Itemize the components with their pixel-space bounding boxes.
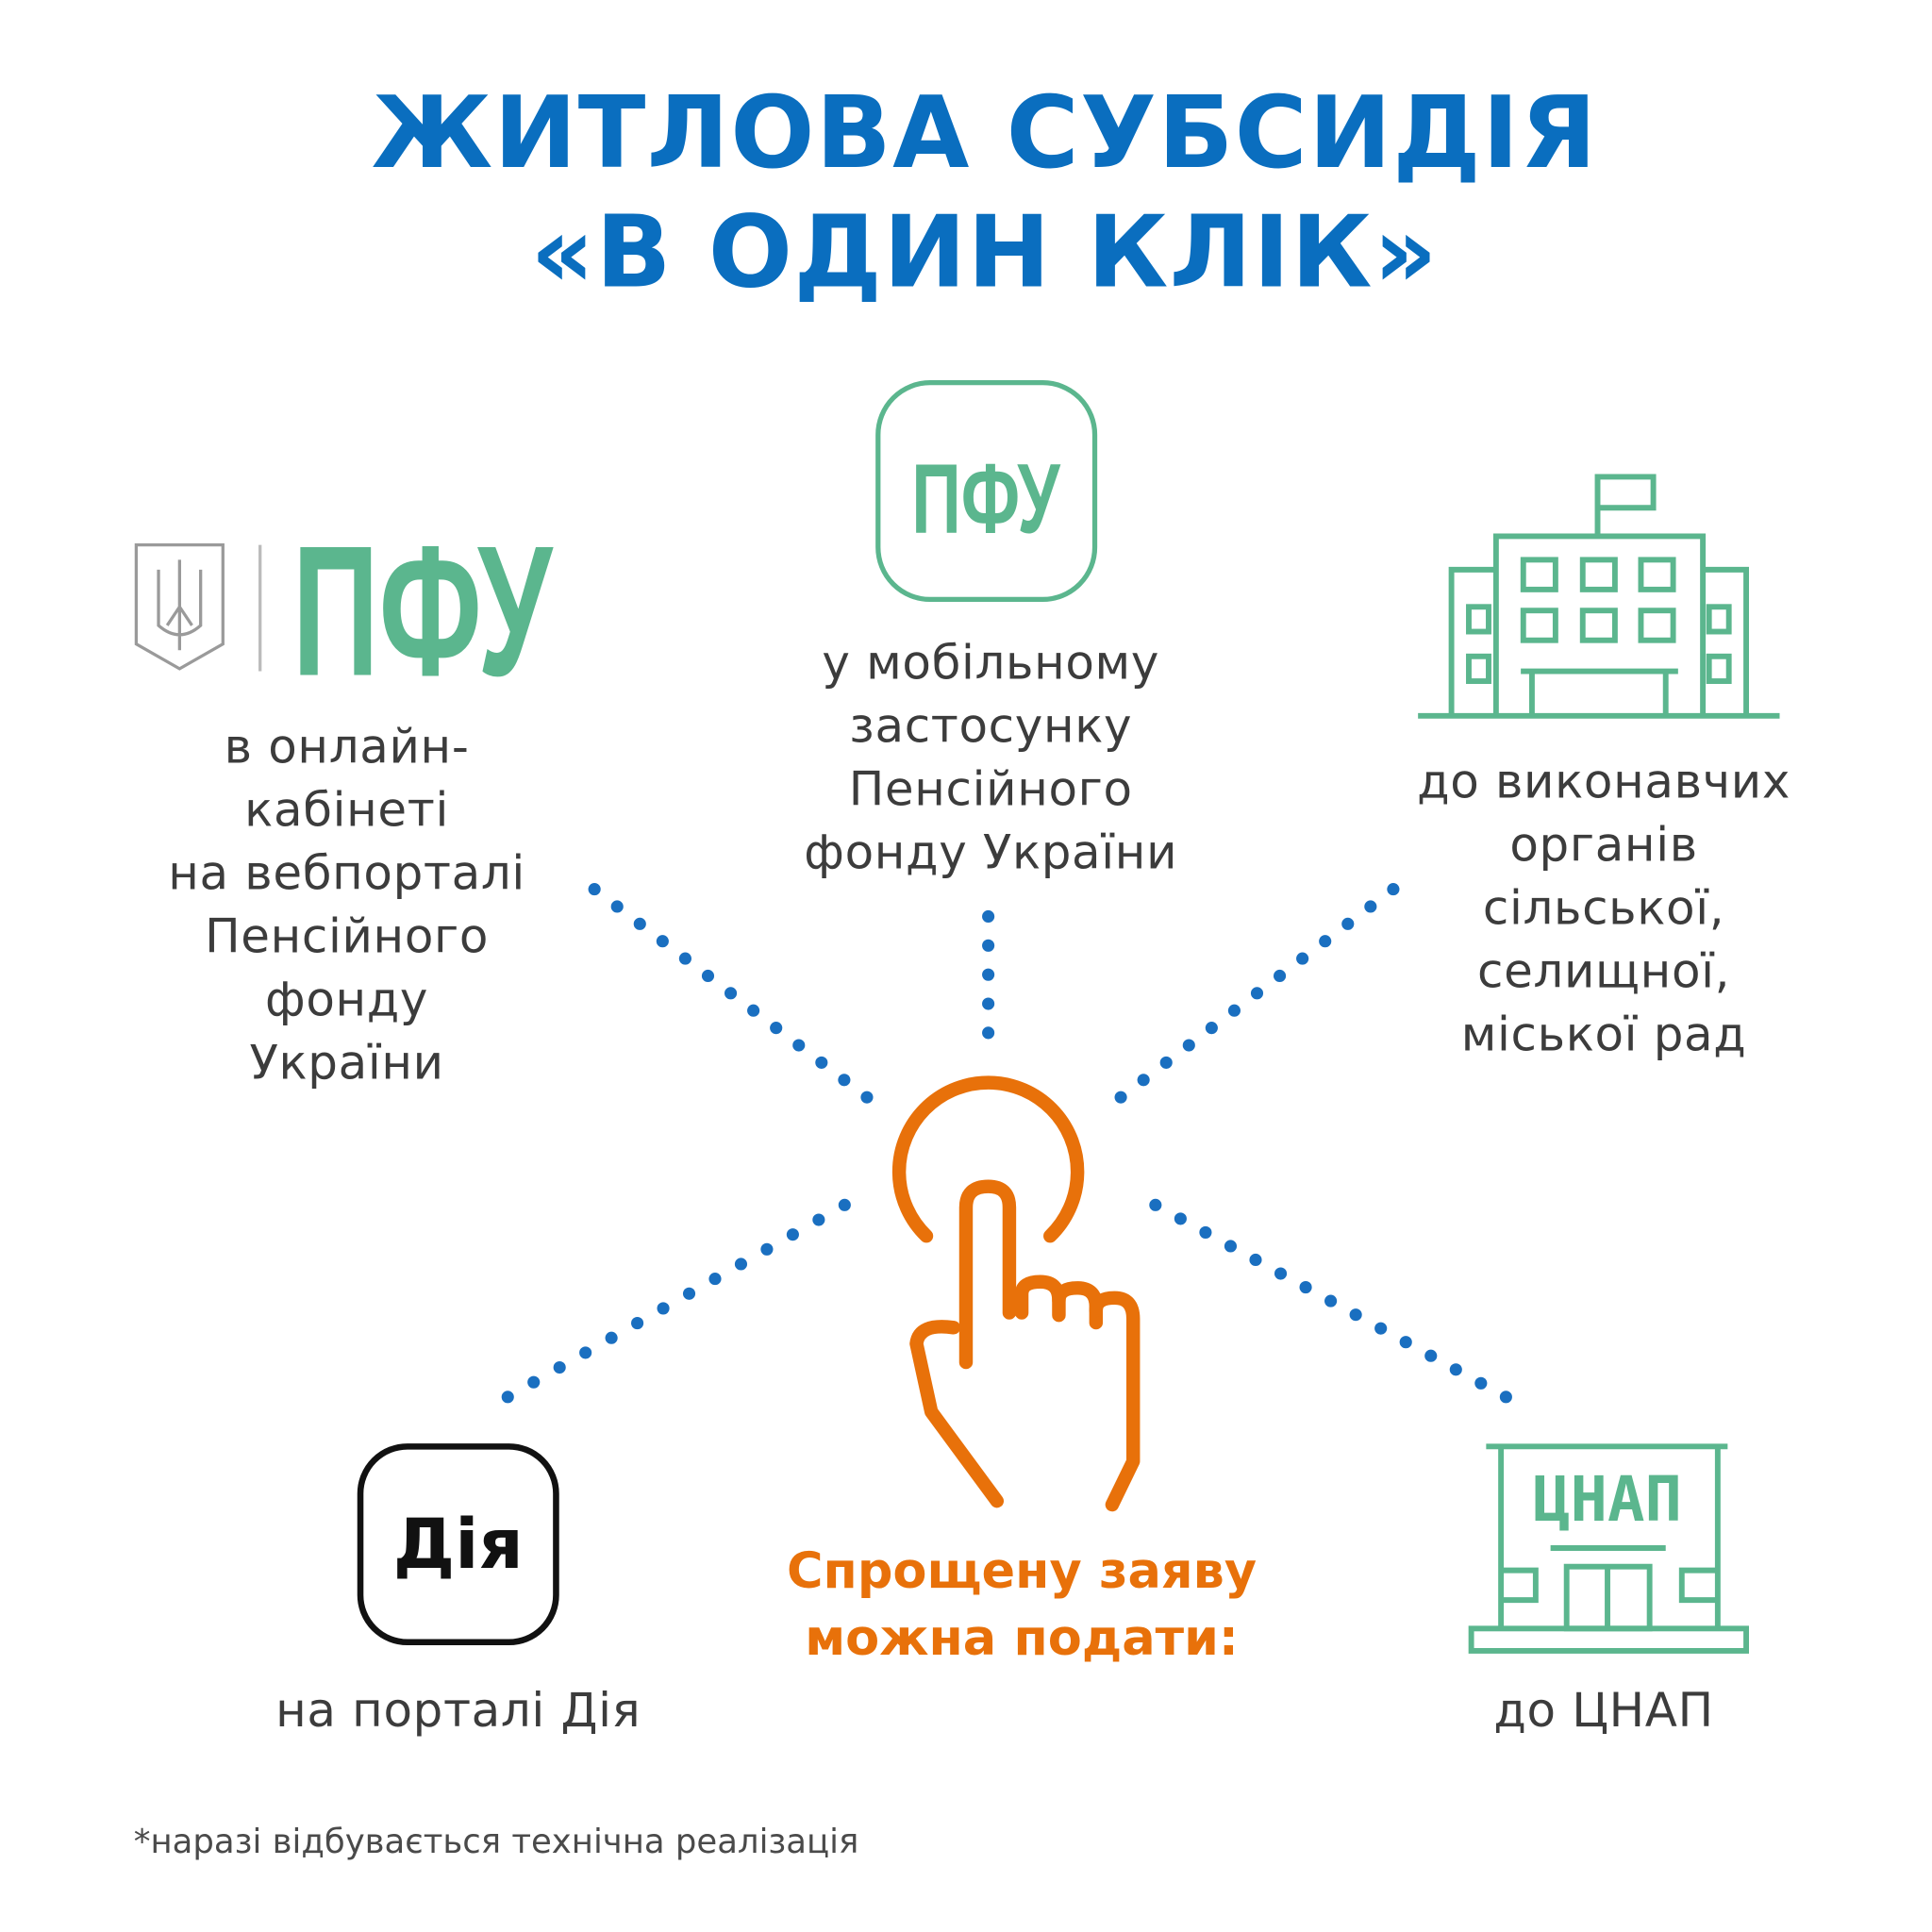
pfu-app-icon (875, 380, 1098, 603)
label-line: до виконавчих (1417, 754, 1791, 809)
center-line1: Спрощену заяву (787, 1542, 1257, 1601)
connector-dot (1249, 1253, 1262, 1267)
footnote: *наразі відбувається технічна реалізація (133, 1823, 859, 1862)
label-diia: на порталі Дія (275, 1683, 641, 1738)
label-online-cabinet: в онлайн- кабінеті на вебпорталі Пенсійн… (124, 716, 570, 1095)
label-line: на вебпорталі (168, 845, 525, 901)
label-line: Пенсійного (848, 761, 1133, 817)
trident-emblem-icon (134, 542, 262, 672)
connector-dot (610, 900, 624, 913)
label-line: України (249, 1035, 444, 1091)
center-line2: можна подати: (805, 1609, 1239, 1668)
connector-dot (1374, 1322, 1388, 1335)
connector-dot (1296, 952, 1309, 965)
label-line: кабінеті (244, 782, 449, 838)
connector-dot (1274, 1267, 1288, 1280)
connector-dot (678, 952, 691, 965)
connector-dot (1319, 935, 1332, 948)
connector-dot (982, 997, 995, 1010)
connector-dot (734, 1257, 748, 1271)
connector-dot (1324, 1294, 1338, 1307)
connector-dot (682, 1287, 696, 1300)
connector-dot (786, 1228, 799, 1241)
connector-dot (1341, 917, 1355, 930)
label-line: в онлайн- (224, 719, 470, 774)
label-line: Пенсійного (205, 908, 490, 964)
connector-dot (1299, 1280, 1312, 1294)
pfu-app-logo: ПФУ (911, 444, 1061, 555)
connector-dot (527, 1375, 541, 1389)
connector-dot (724, 987, 738, 1000)
connector-dot (1137, 1074, 1150, 1087)
label-line: у мобільному (822, 635, 1160, 691)
connector-dot (1364, 900, 1377, 913)
center-caption: Спрощену заяву можна подати: (743, 1538, 1301, 1672)
connector-dot (1273, 969, 1287, 983)
connector-dot (1474, 1376, 1488, 1390)
connector-dot (1499, 1391, 1512, 1404)
connector-dot (1149, 1198, 1162, 1211)
connector-dot (1114, 1091, 1127, 1104)
connector-dot (1399, 1336, 1412, 1349)
hand-click-icon (891, 1075, 1141, 1512)
connector-dot (1250, 987, 1264, 1000)
connector-dot (588, 883, 601, 896)
label-cnap: до ЦНАП (1493, 1683, 1714, 1738)
city-council-building-icon (1418, 474, 1780, 719)
label-mobile-app: у мобільному застосунку Пенсійного фонду… (743, 632, 1239, 885)
connector-dot (1159, 1056, 1173, 1069)
connector-dot (982, 909, 995, 924)
connector-dot (982, 939, 995, 952)
connector-dot (1182, 1039, 1195, 1052)
connector-dot (792, 1039, 806, 1052)
connector-dot (1449, 1363, 1462, 1376)
connector-dot (982, 968, 995, 981)
connector-dot (631, 1317, 644, 1330)
label-line: фонду (265, 972, 429, 1027)
connector-dot (708, 1273, 722, 1286)
connector-dot (656, 935, 669, 948)
title-line1: ЖИТЛОВА СУБСИДІЯ (371, 75, 1598, 192)
diia-logo: Дія (393, 1505, 524, 1585)
connector-dot (770, 1022, 783, 1035)
connector-dot (760, 1242, 774, 1256)
connector-dot (747, 1004, 760, 1017)
connector-dot (553, 1360, 566, 1374)
connector-dot (657, 1302, 670, 1315)
connector-dot (1424, 1349, 1438, 1362)
connector-dot (860, 1091, 874, 1104)
connector-dot (1349, 1308, 1362, 1322)
cnap-building-icon (1468, 1443, 1750, 1654)
pfu-logo: ПФУ (292, 507, 554, 714)
dotted-connectors (501, 883, 1512, 1404)
label-line: органів (1509, 817, 1698, 873)
label-councils: до виконавчих органів сільської, селищно… (1362, 751, 1845, 1067)
label-line: селищної, (1476, 943, 1731, 999)
connector-dot (838, 1074, 851, 1087)
cnap-logo: ЦНАП (1533, 1464, 1682, 1536)
diia-app-icon (357, 1443, 559, 1646)
label-line: застосунку (849, 698, 1133, 754)
connector-dot (982, 1026, 995, 1040)
connector-dot (501, 1391, 514, 1404)
connector-dot (1387, 883, 1400, 896)
connector-dot (633, 917, 646, 930)
connector-dot (1224, 1240, 1238, 1253)
connector-dot (1205, 1022, 1218, 1035)
connector-dot (579, 1346, 592, 1359)
connector-dot (1174, 1212, 1187, 1225)
label-line: міської рад (1460, 1007, 1747, 1062)
connector-dot (815, 1056, 828, 1069)
connector-dot (838, 1198, 851, 1211)
connector-dot (1227, 1004, 1241, 1017)
connector-dot (812, 1213, 825, 1226)
label-line: сільської, (1482, 880, 1725, 936)
label-line: фонду України (804, 824, 1178, 880)
title-line2: «В ОДИН КЛІК» (530, 194, 1439, 310)
connector-dot (1199, 1225, 1212, 1239)
connector-dot (605, 1331, 618, 1344)
connector-dot (701, 969, 715, 983)
